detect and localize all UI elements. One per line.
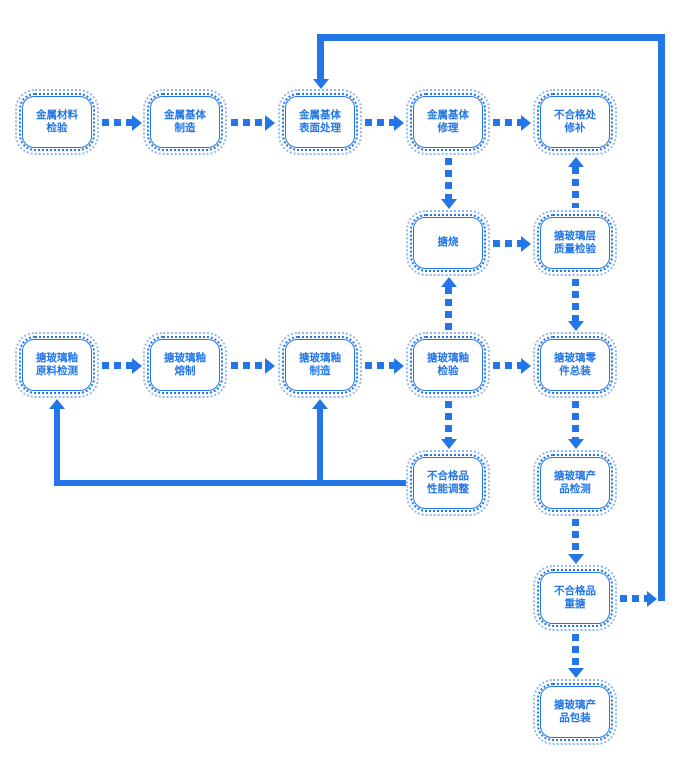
feedback-line-bottom (54, 480, 406, 486)
arrow-re-enameling-to-product-packaging (567, 634, 584, 678)
arrow-quality-inspection-to-defect-spot-repair (567, 157, 584, 208)
node-label: 搪玻璃釉 检验 (427, 351, 469, 377)
node-label: 搪玻璃产 品包装 (554, 698, 596, 724)
node-label: 搪玻璃釉 熔制 (164, 351, 206, 377)
arrow-product-testing-to-re-enameling (567, 519, 584, 564)
node-label: 金属基体 制造 (164, 108, 206, 134)
arrow-feedback-to-glaze-manufacturing (312, 399, 328, 486)
node-label: 搪烧 (437, 236, 459, 249)
arrow-smelting-to-glaze-manufacturing (231, 357, 275, 374)
node-glaze-inspection: 搪玻璃釉 检验 (406, 332, 490, 398)
node-label: 搪玻璃层 质量检验 (554, 229, 596, 255)
arrow-glaze-inspection-to-parts-assembly (493, 357, 531, 374)
node-label: 搪玻璃产 品检测 (554, 469, 596, 495)
node-metal-material-inspection: 金属材料 检验 (15, 89, 99, 155)
node-glass-lining-quality-inspection: 搪玻璃层 质量检验 (533, 210, 617, 276)
node-label: 金属基体 修理 (427, 108, 469, 134)
node-metal-base-surface-treatment: 金属基体 表面处理 (278, 89, 362, 155)
node-label: 金属基体 表面处理 (299, 108, 341, 134)
feedback-line-top (317, 34, 665, 41)
node-enamel-firing: 搪烧 (406, 210, 490, 276)
arrow-repair-to-firing (440, 158, 457, 209)
arrow-inspection-to-manufacturing (102, 114, 142, 131)
arrow-feedback-to-surface-treatment (312, 34, 329, 89)
arrow-quality-inspection-to-parts-assembly (567, 279, 584, 331)
arrow-repair-to-defect-spot-repair (493, 114, 531, 131)
arrow-parts-assembly-to-product-testing (567, 401, 584, 449)
arrow-re-enameling-to-feedback-line (620, 590, 657, 607)
arrow-feedback-to-raw-material-testing (49, 399, 65, 486)
arrow-glaze-inspection-to-performance-adjustment (440, 401, 457, 449)
node-label: 不合格处 修补 (554, 108, 596, 134)
node-product-testing: 搪玻璃产 品检测 (533, 450, 617, 516)
arrow-glaze-inspection-to-firing (440, 277, 457, 330)
node-product-packaging: 搪玻璃产 品包装 (533, 679, 617, 745)
node-performance-adjustment: 不合格品 性能调整 (406, 450, 490, 516)
node-metal-base-manufacturing: 金属基体 制造 (143, 89, 227, 155)
arrow-surface-treatment-to-repair (365, 114, 404, 131)
node-glaze-manufacturing: 搪玻璃釉 制造 (278, 332, 362, 398)
node-label: 金属材料 检验 (36, 108, 78, 134)
arrow-manufacturing-to-surface-treatment (231, 114, 275, 131)
node-label: 不合格品 重搪 (554, 584, 596, 610)
node-label: 不合格品 性能调整 (427, 469, 469, 495)
node-label: 搪玻璃零 件总装 (554, 351, 596, 377)
node-metal-base-repair: 金属基体 修理 (406, 89, 490, 155)
node-label: 搪玻璃釉 原料检测 (36, 351, 78, 377)
node-re-enameling: 不合格品 重搪 (533, 565, 617, 631)
node-glaze-smelting: 搪玻璃釉 熔制 (143, 332, 227, 398)
arrow-glaze-manufacturing-to-glaze-inspection (365, 357, 404, 374)
feedback-line-right (658, 34, 665, 601)
arrow-firing-to-quality-inspection (493, 235, 531, 252)
node-glaze-raw-material-testing: 搪玻璃釉 原料检测 (15, 332, 99, 398)
node-defect-spot-repair: 不合格处 修补 (533, 89, 617, 155)
node-parts-assembly: 搪玻璃零 件总装 (533, 332, 617, 398)
node-label: 搪玻璃釉 制造 (299, 351, 341, 377)
arrow-raw-material-testing-to-smelting (102, 357, 142, 374)
